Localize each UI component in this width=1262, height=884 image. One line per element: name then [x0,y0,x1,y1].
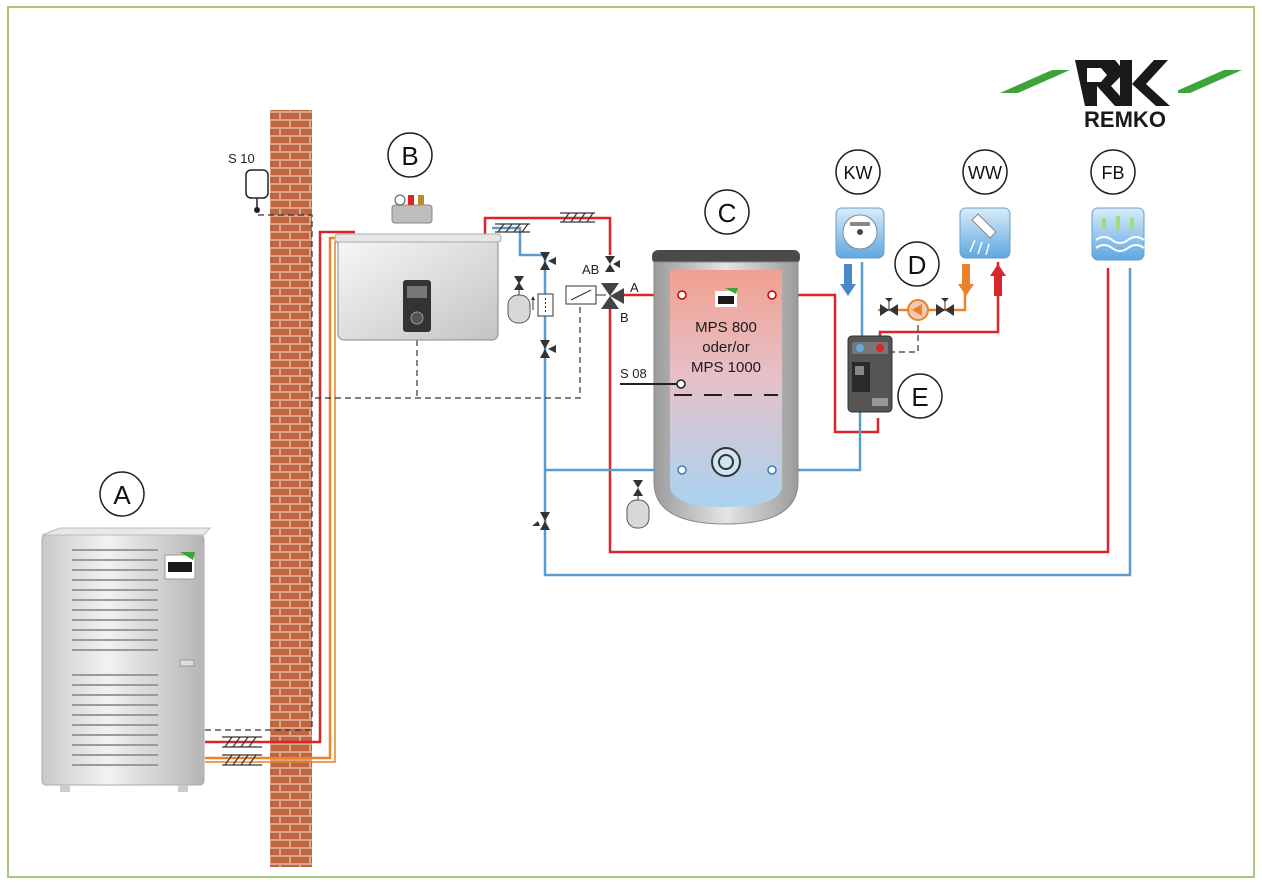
tank-heater-icon [711,447,741,477]
tank-lid [652,250,800,264]
label-circle-d [894,241,940,287]
three-way-valve: AB A B [582,256,639,325]
wall-sleeves [222,212,595,766]
outdoor-unit-grille-lower [72,674,158,766]
label-ww: WW [968,163,1002,183]
tank-port-upper-left [677,290,687,300]
label-fb: FB [1101,163,1124,183]
sensor-s08: S 08 [620,366,686,389]
ww-hot-arrow [990,264,1006,296]
pipe-blue-return-b [492,226,1132,577]
pump-d-right-valve [936,298,954,316]
sensor-s08-label: S 08 [620,366,647,381]
label-e: E [911,382,928,412]
outlet-ww: WW [958,149,1011,296]
label-a: A [113,480,131,510]
control-line-s10 [258,214,581,399]
tank-port-lower-left [677,465,687,475]
label-circle-b [387,132,433,178]
sensor-s10-label: S 10 [228,151,255,166]
tank-port-upper-right [767,290,777,300]
fb-floor-heating-icon [1091,207,1145,261]
ww-cold-arrow [958,264,974,296]
safety-group [391,194,433,224]
port-b-label: B [620,310,629,325]
label-circle-c [704,189,750,235]
kw-flow-arrow [840,264,856,296]
label-d: D [908,250,927,280]
filter-box [531,293,554,317]
indoor-unit-b: B [334,132,502,341]
label-circle-e [897,373,943,419]
sleeve-upper-1 [495,223,530,233]
label-circle-fb [1090,149,1136,195]
valve-lower [540,340,556,358]
pipe-red-b-out [483,216,612,255]
brick-wall [270,110,312,867]
three-way-valve-top [605,256,620,272]
outlet-kw: KW [835,149,885,296]
label-kw: KW [844,163,873,183]
sleeve-lower-1 [222,736,262,748]
expansion-vessel-tank [626,480,650,529]
outdoor-unit-a: A [41,471,212,792]
label-c: C [718,198,737,228]
pump-d-left-valve [880,298,898,316]
pipe-red-ww [878,262,1000,338]
pipe-red-a-to-b [205,230,355,744]
valve-bottom [532,512,550,530]
outdoor-unit-handle [179,659,195,667]
outer-frame [7,6,1255,878]
outdoor-unit-grille-upper [72,549,158,651]
label-b: B [401,141,418,171]
control-line-wall [205,398,313,731]
tank-inner [670,270,782,507]
pipe-red-tank-to-e [772,293,880,434]
label-circle-a [99,471,145,517]
tank-model-line3: MPS 1000 [691,359,761,376]
pipe-blue-tank-to-e [772,412,862,472]
storage-tank-c: C MPS 800 oder/or MPS 1000 [652,189,800,525]
actuator [565,285,606,305]
label-circle-kw [835,149,881,195]
tank-port-lower-right [767,465,777,475]
outlet-fb: FB [1090,149,1145,261]
sensor-s10-body [245,169,269,199]
fresh-water-station-e: E [847,335,943,419]
port-a-label: A [630,280,639,295]
tank-logo [715,288,738,307]
pipe-red-floor-supply [608,268,1110,554]
port-ab-label: AB [582,262,599,277]
sleeve-upper-2 [560,212,595,223]
circulation-pump-d: D [880,241,954,321]
valve-upper [540,252,556,270]
sensor-s10: S 10 [228,151,269,213]
control-line-d-e [880,325,919,353]
sleeve-lower-2 [222,754,262,766]
logo-wordmark: REMKO [1084,107,1166,132]
expansion-vessel-b [507,276,531,324]
logo-rk-mark [1075,60,1170,106]
tank-model-line2: oder/or [702,339,750,356]
label-circle-ww [962,149,1008,195]
outdoor-unit-badge [164,552,196,580]
valves-group-b [507,252,606,530]
logo-right-stripe [1172,70,1242,93]
logo-left-stripe [1000,70,1070,93]
tank-model-line1: MPS 800 [695,319,757,336]
control-lines [205,214,919,731]
remko-logo: REMKO [1000,58,1242,132]
